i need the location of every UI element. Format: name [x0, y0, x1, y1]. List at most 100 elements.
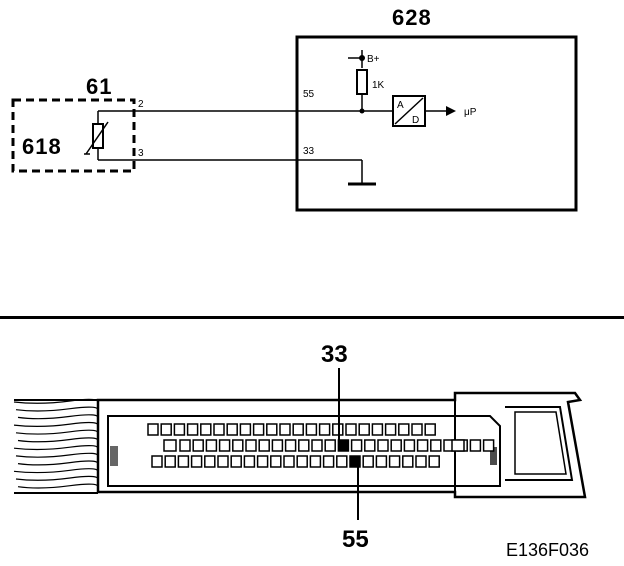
sensor-label: 618 [22, 134, 62, 159]
connector-pin [200, 423, 212, 436]
connector-pin [298, 439, 310, 452]
connector-pin [362, 455, 374, 468]
connector-pin [192, 439, 204, 452]
connector-pin [388, 455, 401, 468]
microprocessor-label: μP [464, 107, 477, 118]
ad-converter-diagonal [394, 97, 424, 125]
connector-pin [160, 423, 172, 436]
connector-pin [245, 439, 257, 452]
connector-pin [163, 439, 177, 452]
connector-pin [283, 455, 295, 468]
figure-code: E136F036 [506, 540, 589, 560]
connector-pin [271, 439, 284, 452]
connector-pin [322, 455, 335, 468]
connector-pin [324, 439, 336, 452]
highlighted-pin [337, 439, 350, 452]
connector-pin [186, 423, 199, 436]
connector-pin [371, 423, 384, 436]
output-arrow-icon [446, 106, 456, 116]
connector-pin [375, 455, 388, 468]
connector-pin [358, 423, 370, 436]
connector-pin [284, 439, 297, 452]
housing-latch-left [110, 446, 118, 466]
pin-2-label: 2 [138, 99, 144, 110]
ad-converter-a: A [397, 100, 404, 111]
connector-pin [243, 455, 256, 468]
connector-pin [332, 423, 344, 436]
thermistor-arrow [85, 121, 109, 155]
connector-pin [424, 423, 436, 436]
connector-pin [377, 439, 389, 452]
connector-pin [232, 439, 244, 452]
ad-converter-d: D [412, 115, 419, 126]
connector-pin [258, 439, 270, 452]
bundle-wire [15, 452, 99, 458]
pin-55-label: 55 [303, 89, 315, 100]
bundle-outline [14, 399, 98, 494]
connector-pin [230, 455, 242, 468]
module-628-box [295, 35, 578, 212]
module-61-label: 61 [86, 74, 112, 99]
bundle-wire [13, 445, 99, 451]
pullup-resistor [356, 69, 368, 95]
connector-pin [451, 439, 465, 452]
connector-pin [226, 423, 238, 436]
bundle-wire [17, 437, 99, 443]
connector-pin [390, 439, 402, 452]
connector-pin [350, 439, 363, 452]
connector-pin [239, 423, 252, 436]
connector-pin [336, 455, 348, 468]
connector-pin [164, 455, 176, 468]
module-61-box [11, 98, 136, 173]
connector-pin [204, 455, 216, 468]
module-628: 628 B+ 1K A D μP 55 33 [295, 5, 578, 212]
connector-pin [469, 439, 482, 452]
connector-pin [482, 439, 495, 452]
connector-pin [309, 455, 322, 468]
bundle-wire [13, 468, 99, 474]
connector-pin [345, 423, 357, 436]
pin-field-frame [107, 415, 501, 487]
connector-pin [296, 455, 308, 468]
highlighted-pin [349, 455, 361, 468]
connector-pin [364, 439, 376, 452]
connector-drawing [13, 368, 587, 520]
callout-55: 55 [342, 526, 369, 553]
pin-33-label: 33 [303, 146, 315, 157]
connector-pin [173, 423, 186, 436]
connector-pin [305, 423, 318, 436]
connector-pin [384, 423, 397, 436]
connector-pin [398, 423, 410, 436]
locking-lever [505, 406, 574, 481]
bundle-wire [17, 460, 99, 466]
connector-pin [403, 439, 416, 452]
bundle-wire [15, 429, 99, 435]
connector-pin [416, 439, 429, 452]
bundle-wire [13, 421, 99, 427]
resistor-label: 1K [372, 80, 385, 91]
connector-pin [318, 423, 331, 436]
pin-rows [147, 423, 495, 468]
connector-pin [151, 455, 163, 468]
connector-pin [428, 455, 440, 468]
bundle-wire [17, 483, 99, 489]
connector-pin [411, 423, 423, 436]
connector-pin [218, 439, 231, 452]
callout-33: 33 [321, 341, 348, 368]
wire-bundle [13, 398, 99, 494]
connector-pin [147, 423, 159, 436]
section-divider [0, 316, 624, 319]
connector-pin [415, 455, 427, 468]
module-628-label: 628 [392, 5, 432, 30]
connector-pin [190, 455, 203, 468]
bundle-wire [15, 406, 99, 412]
module-61: 61 618 2 3 [11, 74, 144, 173]
connector-pin [213, 423, 225, 436]
supply-label: B+ [367, 54, 380, 65]
connector-pin [217, 455, 229, 468]
connector-pin [311, 439, 323, 452]
connector-pin [402, 455, 414, 468]
connector-pin [279, 423, 291, 436]
